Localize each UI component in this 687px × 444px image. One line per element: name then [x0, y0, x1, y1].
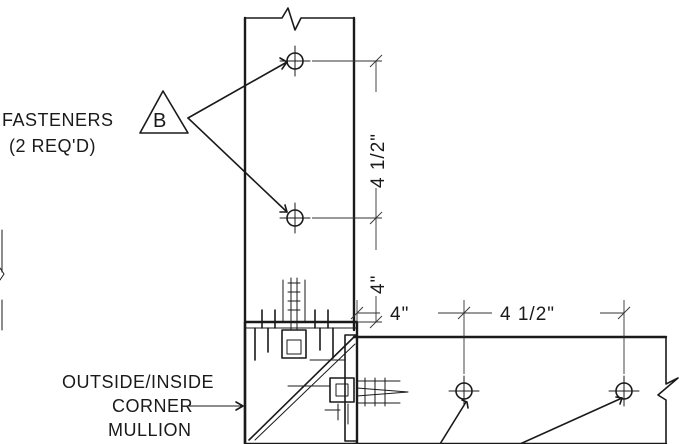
mullion-label-line3: MULLION	[108, 420, 192, 440]
fastener-hole-lower	[279, 202, 311, 234]
callout-tag-letter: B	[153, 110, 166, 132]
fastener-hole-horizontal-2	[608, 375, 640, 407]
mullion-leader	[185, 401, 244, 411]
fasteners-qty-label: (2 REQ'D)	[9, 136, 96, 156]
dimension-horizontal-edge: 4"	[390, 304, 409, 325]
vertical-dimension-lines	[312, 54, 383, 329]
dimension-vertical-edge: 4"	[368, 275, 389, 294]
dimension-vertical-spacing: 4 1/2"	[368, 133, 389, 188]
lower-callout-leaders	[439, 396, 623, 444]
horizontal-dimension-lines	[350, 300, 631, 374]
dimension-horizontal-spacing: 4 1/2"	[500, 304, 555, 325]
fastener-callout: B	[139, 57, 288, 213]
horizontal-member	[352, 335, 679, 444]
edge-fragment-left	[0, 229, 5, 331]
corner-mullion	[243, 277, 409, 444]
mullion-label-line2: CORNER	[112, 396, 193, 416]
fasteners-label: FASTENERS	[2, 110, 114, 130]
mullion-label-line1: OUTSIDE/INSIDE	[62, 372, 214, 392]
